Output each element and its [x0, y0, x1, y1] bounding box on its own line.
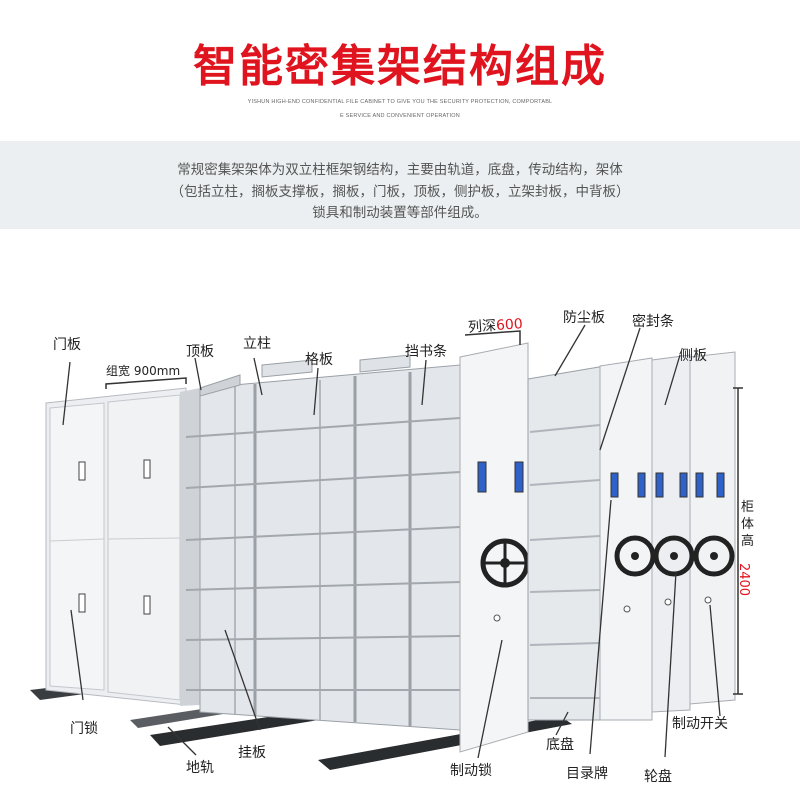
page-title: 智能密集架结构组成: [193, 41, 607, 92]
label-seal-strip: 密封条: [632, 314, 674, 330]
label-hanging-plate: 挂板: [238, 745, 266, 761]
label-height-c1: 柜: [741, 500, 755, 515]
label-brake-switch: 制动开关: [672, 716, 728, 732]
description-line3: 锁具和制动装置等部件组成。: [312, 205, 488, 221]
label-group-width-value: 900mm: [133, 364, 181, 378]
label-chassis: 底盘: [546, 737, 574, 753]
description-line2: （包括立柱，搁板支撑板，搁板，门板，顶板，侧护板，立架封板，中背板）: [170, 184, 630, 200]
label-depth: 列深600: [467, 313, 524, 337]
label-ground-rail: 地轨: [186, 760, 214, 776]
label-column: 立柱: [243, 336, 271, 352]
door-unit: [45, 387, 200, 706]
label-height-c3: 高: [741, 534, 755, 549]
label-shelf: 格板: [305, 352, 333, 368]
page-subtitle-line1: YISHUN HIGH-END CONFIDENTIAL FILE CABINE…: [247, 99, 553, 105]
page-subtitle-line2: E SERVICE AND CONVENIENT OPERATION: [340, 113, 460, 119]
label-depth-prefix: 列深: [467, 317, 497, 336]
label-group-width-prefix: 组宽: [106, 364, 131, 378]
description-line1: 常规密集架架体为双立柱框架钢结构，主要由轨道，底盘，传动结构，架体: [177, 162, 623, 178]
label-group-width: 组宽 900mm: [106, 362, 180, 379]
label-depth-value: 600: [495, 316, 524, 334]
description-band: [0, 141, 800, 229]
label-side-panel: 侧板: [679, 348, 707, 364]
leader-lines: [62, 324, 721, 759]
label-dust-board: 防尘板: [563, 310, 605, 326]
label-brake-lock: 制动锁: [450, 763, 492, 779]
dimension-markers: [105, 330, 743, 695]
mobile-column-1: [459, 342, 530, 753]
label-directory-card: 目录牌: [566, 766, 608, 782]
label-top-panel: 顶板: [186, 344, 214, 360]
label-book-stop: 挡书条: [405, 344, 447, 360]
label-wheel: 轮盘: [644, 769, 672, 785]
label-door-panel: 门板: [53, 337, 81, 353]
mobile-columns-back: [527, 351, 736, 721]
open-shelving-frame: [185, 354, 461, 731]
label-height-value: 2400: [736, 562, 752, 597]
label-door-lock: 门锁: [70, 721, 98, 737]
label-height-c2: 体: [741, 517, 755, 532]
